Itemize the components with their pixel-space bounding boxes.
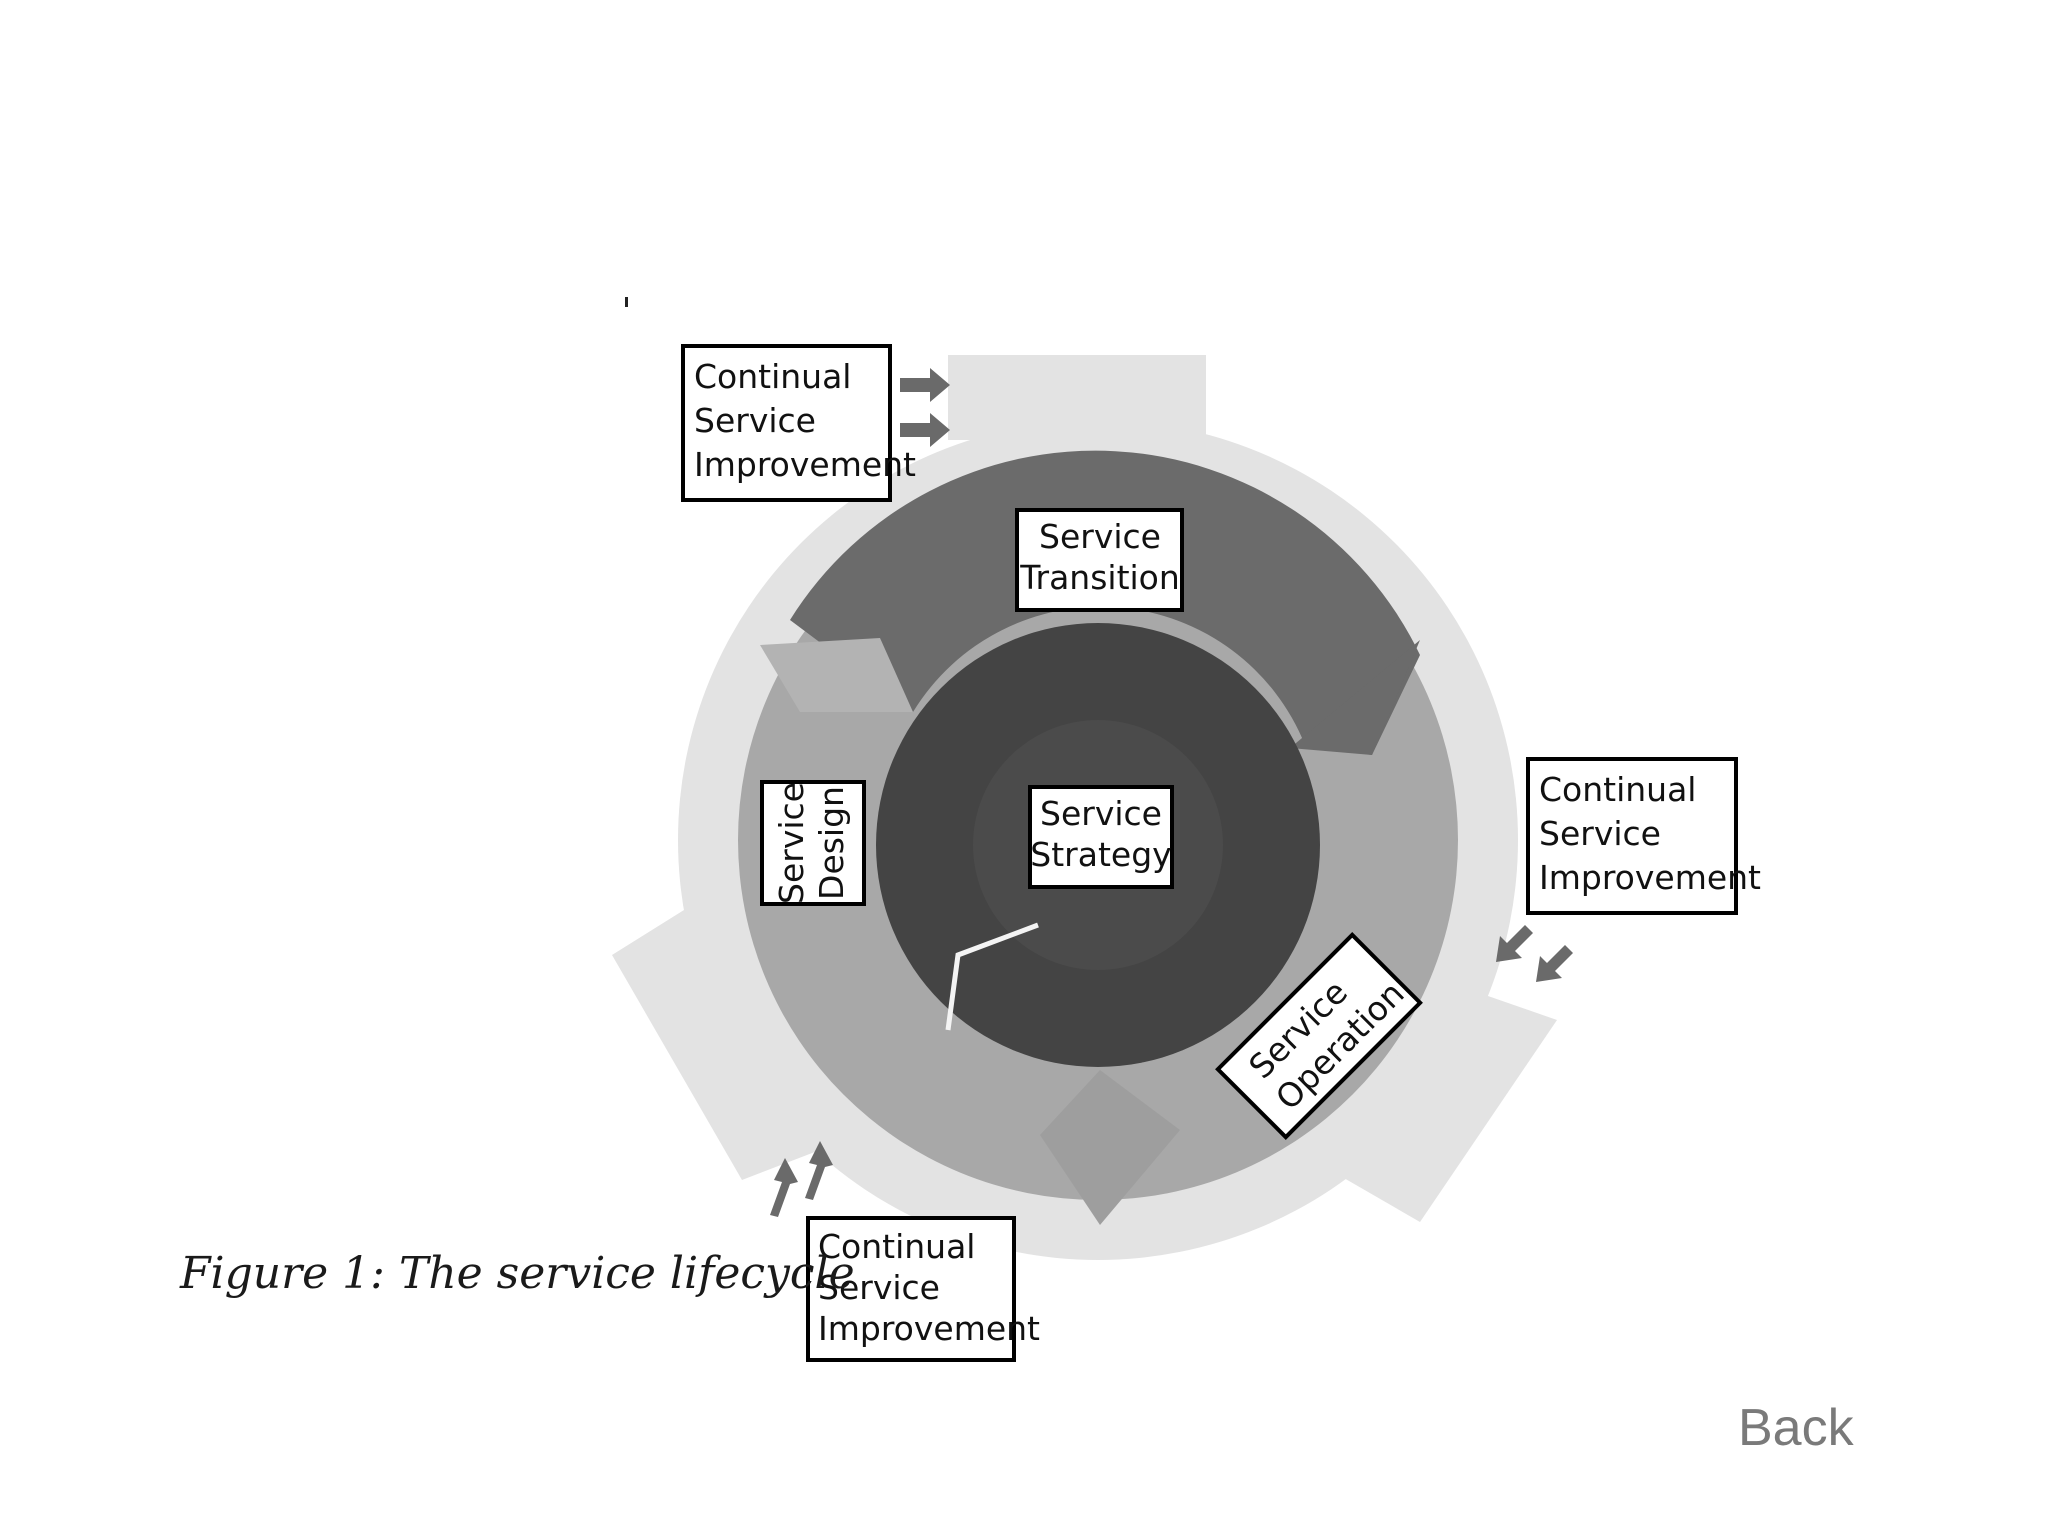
csi-right-line-3: Improvement	[1539, 858, 1761, 897]
up-arrow-icon	[770, 1158, 798, 1217]
right-arrow-icon	[900, 413, 950, 447]
csi-top-line-2: Service	[694, 401, 816, 440]
csi-right-line-1: Continual	[1539, 770, 1696, 809]
csi-bottom-line-2: Service	[818, 1268, 940, 1307]
transition-line-1: Service	[1039, 517, 1161, 556]
csi-top-line-3: Improvement	[694, 445, 916, 484]
arrow-icon-group-right	[1496, 925, 1573, 982]
csi-bottom-line-1: Continual	[818, 1227, 975, 1266]
transition-line-2: Transition	[1019, 558, 1180, 597]
down-left-arrow-icon	[1536, 945, 1573, 982]
csi-right-line-2: Service	[1539, 814, 1661, 853]
arrow-icon-group-bottom	[770, 1141, 833, 1217]
csi-bottom-line-3: Improvement	[818, 1309, 1040, 1348]
right-arrow-icon	[900, 368, 950, 402]
design-arrow-head	[760, 638, 913, 712]
small-mark	[625, 297, 628, 307]
csi-box-right: Continual Service Improvement	[1526, 757, 1761, 915]
figure-caption: Figure 1: The service lifecycle	[180, 1248, 855, 1299]
operation-arrow-head	[1040, 1070, 1180, 1225]
up-arrow-icon	[805, 1141, 833, 1200]
design-line-1: Service	[772, 782, 811, 904]
csi-box-top: Continual Service Improvement	[681, 344, 916, 502]
design-line-2: Design	[812, 786, 851, 900]
strategy-line-1: Service	[1040, 794, 1162, 833]
csi-box-bottom: Continual Service Improvement	[806, 1216, 1040, 1362]
down-left-arrow-icon	[1496, 925, 1533, 962]
service-design-box: Service Design	[760, 780, 866, 906]
strategy-line-2: Strategy	[1030, 835, 1171, 874]
transition-arrow-head	[1290, 640, 1420, 755]
back-button[interactable]: Back	[1738, 1399, 1854, 1457]
arrow-icon-group-top	[900, 368, 950, 447]
white-tick-mark	[945, 922, 1039, 1031]
service-transition-box: Service Transition	[1015, 508, 1184, 612]
service-strategy-box: Service Strategy	[1028, 785, 1174, 889]
csi-top-line-1: Continual	[694, 357, 851, 396]
